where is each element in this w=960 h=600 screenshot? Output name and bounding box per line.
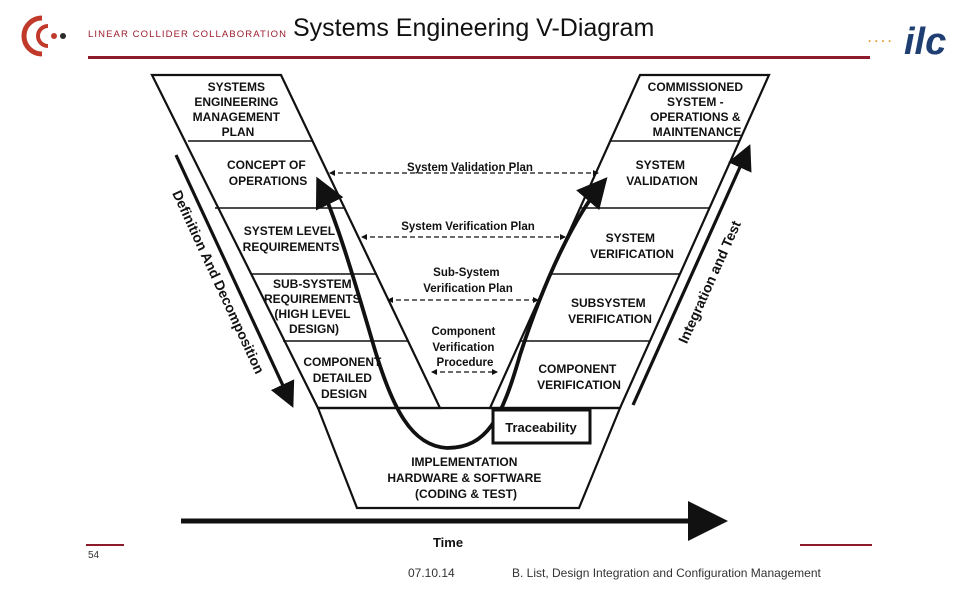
left-box-4-label: SUB-SYSTEM REQUIREMENTS (HIGH LEVEL DESI… — [264, 277, 364, 336]
traceability-label: Traceability — [505, 420, 577, 435]
traceability-curve-right — [446, 177, 608, 450]
left-box-1-label: SYSTEMS ENGINEERING MANAGEMENT PLAN — [193, 80, 284, 139]
implementation-box-outline — [316, 406, 622, 510]
footer-rule-right — [800, 544, 872, 546]
decomposition-label: Definition And Decomposition — [169, 188, 267, 376]
traceability-curve-left — [315, 176, 448, 450]
implementation-box-label: IMPLEMENTATION HARDWARE & SOFTWARE (CODI… — [387, 455, 544, 501]
right-box-1-label: COMMISSIONED SYSTEM - OPERATIONS & MAINT… — [648, 80, 747, 139]
plan-4-label: Component Verification Procedure — [431, 326, 498, 369]
integration-arrow — [631, 144, 752, 406]
right-box-5-label: COMPONENT VERIFICATION — [537, 362, 621, 392]
ilc-logo-text: ilc — [904, 21, 946, 62]
left-box-5-label: COMPONENT DETAILED DESIGN — [303, 355, 384, 401]
lcc-logo-outer-arc — [21, 15, 43, 57]
lcc-logo-dot-red — [51, 33, 57, 39]
footer-date: 07.10.14 — [408, 566, 455, 580]
time-label: Time — [433, 535, 463, 550]
footer-rule-left — [86, 544, 124, 546]
ilc-logo: . . . . ilc — [868, 6, 952, 67]
header-rule — [88, 56, 870, 59]
left-box-3-label: SYSTEM LEVEL REQUIREMENTS — [243, 224, 340, 254]
left-box-2-label: CONCEPT OF OPERATIONS — [227, 158, 309, 188]
ilc-logo-dots: . . . . — [868, 31, 891, 45]
plan-3-label: Sub-System Verification Plan — [423, 267, 512, 295]
lcc-logo-dot-dark — [60, 33, 66, 39]
plan-1-label: System Validation Plan — [407, 162, 533, 174]
footer-text: B. List, Design Integration and Configur… — [512, 566, 821, 580]
page-number: 54 — [88, 550, 100, 561]
page-title: Systems Engineering V-Diagram — [293, 14, 655, 42]
plan-2-label: System Verification Plan — [401, 221, 535, 233]
right-box-3-label: SYSTEM VERIFICATION — [590, 231, 674, 261]
right-box-2-label: SYSTEM VALIDATION — [626, 158, 698, 188]
right-box-4-label: SUBSYSTEM VERIFICATION — [568, 296, 652, 326]
traceability-box — [491, 408, 592, 445]
decomposition-arrow — [174, 154, 295, 408]
lcc-logo-inner-arc — [36, 24, 49, 48]
org-name: LINEAR COLLIDER COLLABORATION — [88, 29, 288, 40]
lcc-logo — [20, 14, 74, 63]
